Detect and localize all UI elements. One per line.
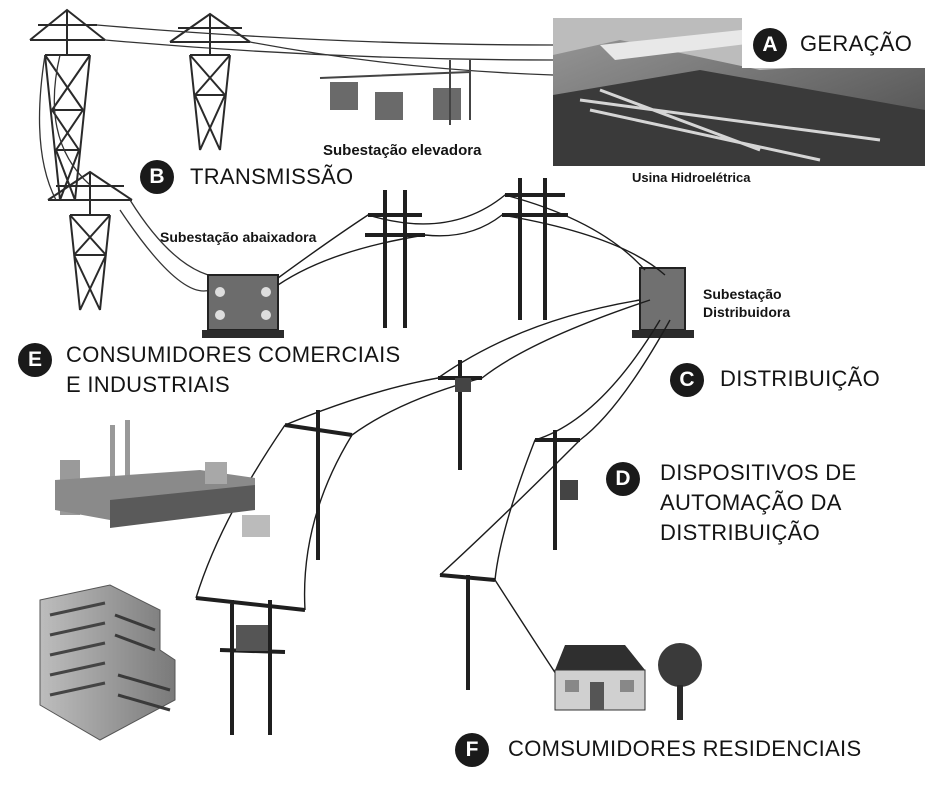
label-commercial-line1: CONSUMIDORES COMERCIAIS [66,342,401,367]
caption-step-down-substation: Subestação abaixadora [160,229,317,245]
factory [55,420,270,537]
tower-2 [169,12,251,151]
caption-distribution-substation-line2: Distribuidora [703,304,791,320]
automation-device [455,378,578,500]
caption-step-up-substation: Subestação elevadora [323,142,482,159]
distribution-substation [632,267,694,338]
pole-transformer [236,625,268,651]
label-generation: GERAÇÃO [800,31,913,56]
label-transmission: TRANSMISSÃO [190,164,354,189]
label-automation-line3: DISTRIBUIÇÃO [660,520,821,545]
tower-1 [29,8,106,201]
badge-f: F [455,733,489,767]
transmission-towers [29,8,251,311]
step-up-substation [319,60,471,125]
transmission-lines [38,24,554,292]
caption-hydro-plant: Usina Hidroelétrica [632,170,751,185]
tower-3 [47,170,133,311]
badge-e: E [18,343,52,377]
office-building [39,584,176,741]
badge-d: D [606,462,640,496]
label-automation-line1: DISPOSITIVOS DE [660,460,857,485]
distribution-poles [195,178,580,735]
badge-a: A [753,28,787,62]
badge-b: B [140,160,174,194]
label-automation-line2: AUTOMAÇÃO DA [660,490,842,515]
house [554,645,646,711]
step-down-substation [202,274,284,338]
hydroelectric-plant-photo [553,18,925,166]
tree [658,643,702,720]
label-distribution: DISTRIBUIÇÃO [720,366,881,391]
badge-c: C [670,363,704,397]
distribution-lines [195,194,671,681]
label-residential: COMSUMIDORES RESIDENCIAIS [508,736,862,761]
caption-distribution-substation-line1: Subestação [703,286,782,302]
label-commercial-line2: E INDUSTRIAIS [66,372,231,397]
